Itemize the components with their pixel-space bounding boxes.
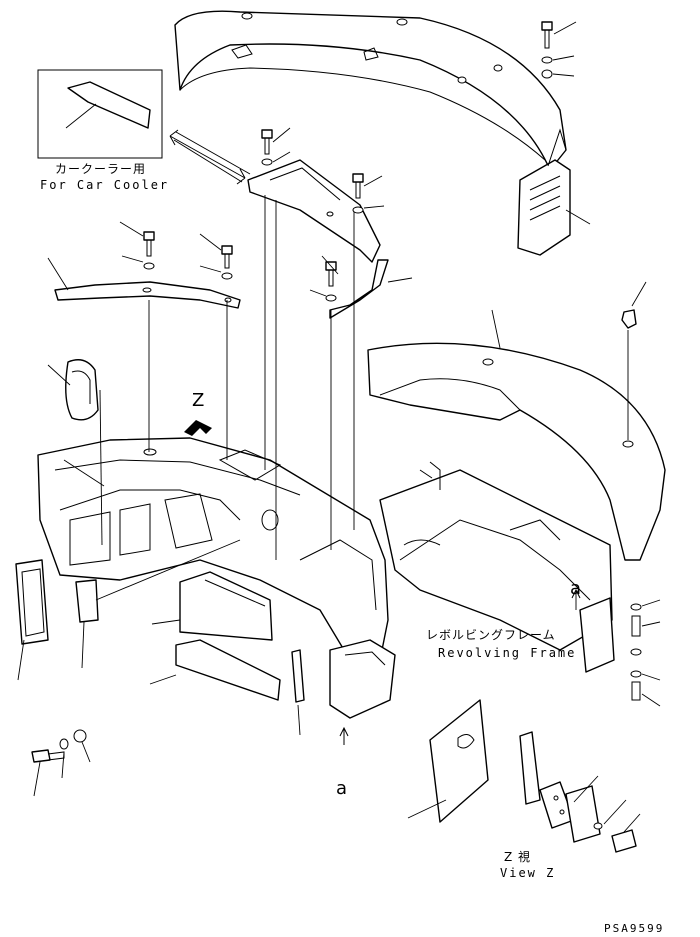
revolving-frame-label-en: Revolving Frame (438, 646, 577, 660)
car-cooler-inset (37, 69, 163, 159)
view-z-label-en: View Z (500, 866, 556, 880)
drawing-number: PSA9599 (604, 922, 665, 935)
reference-a-top: a (570, 578, 582, 599)
left-side-cover (37, 437, 389, 661)
double-arrow-icon (169, 129, 251, 185)
view-z-arrow-icon (184, 420, 212, 436)
view-z-label-jp: Z 視 (504, 850, 532, 864)
left-stay-plate (47, 221, 241, 309)
car-cooler-label-jp: カークーラー用 (55, 162, 147, 176)
car-cooler-bracket (247, 127, 385, 263)
view-z-detail (407, 699, 641, 853)
reference-a-bottom: a (336, 778, 348, 799)
assembly-guide-lines (63, 195, 355, 601)
revolving-frame-label-jp: レボルビングフレーム (426, 628, 556, 642)
rear-top-cover (174, 10, 567, 171)
revolving-frame (379, 461, 615, 673)
frame-bolt-set (630, 599, 661, 707)
engine-hood (367, 281, 666, 561)
car-cooler-label-en: For Car Cooler (40, 178, 170, 192)
view-z-marker: Z (192, 390, 205, 411)
right-bracket (309, 255, 413, 319)
side-grille-panel (517, 128, 571, 256)
bolt-set-top-right (541, 21, 591, 225)
small-parts-left (15, 359, 305, 797)
rear-corner-cover (329, 639, 396, 745)
